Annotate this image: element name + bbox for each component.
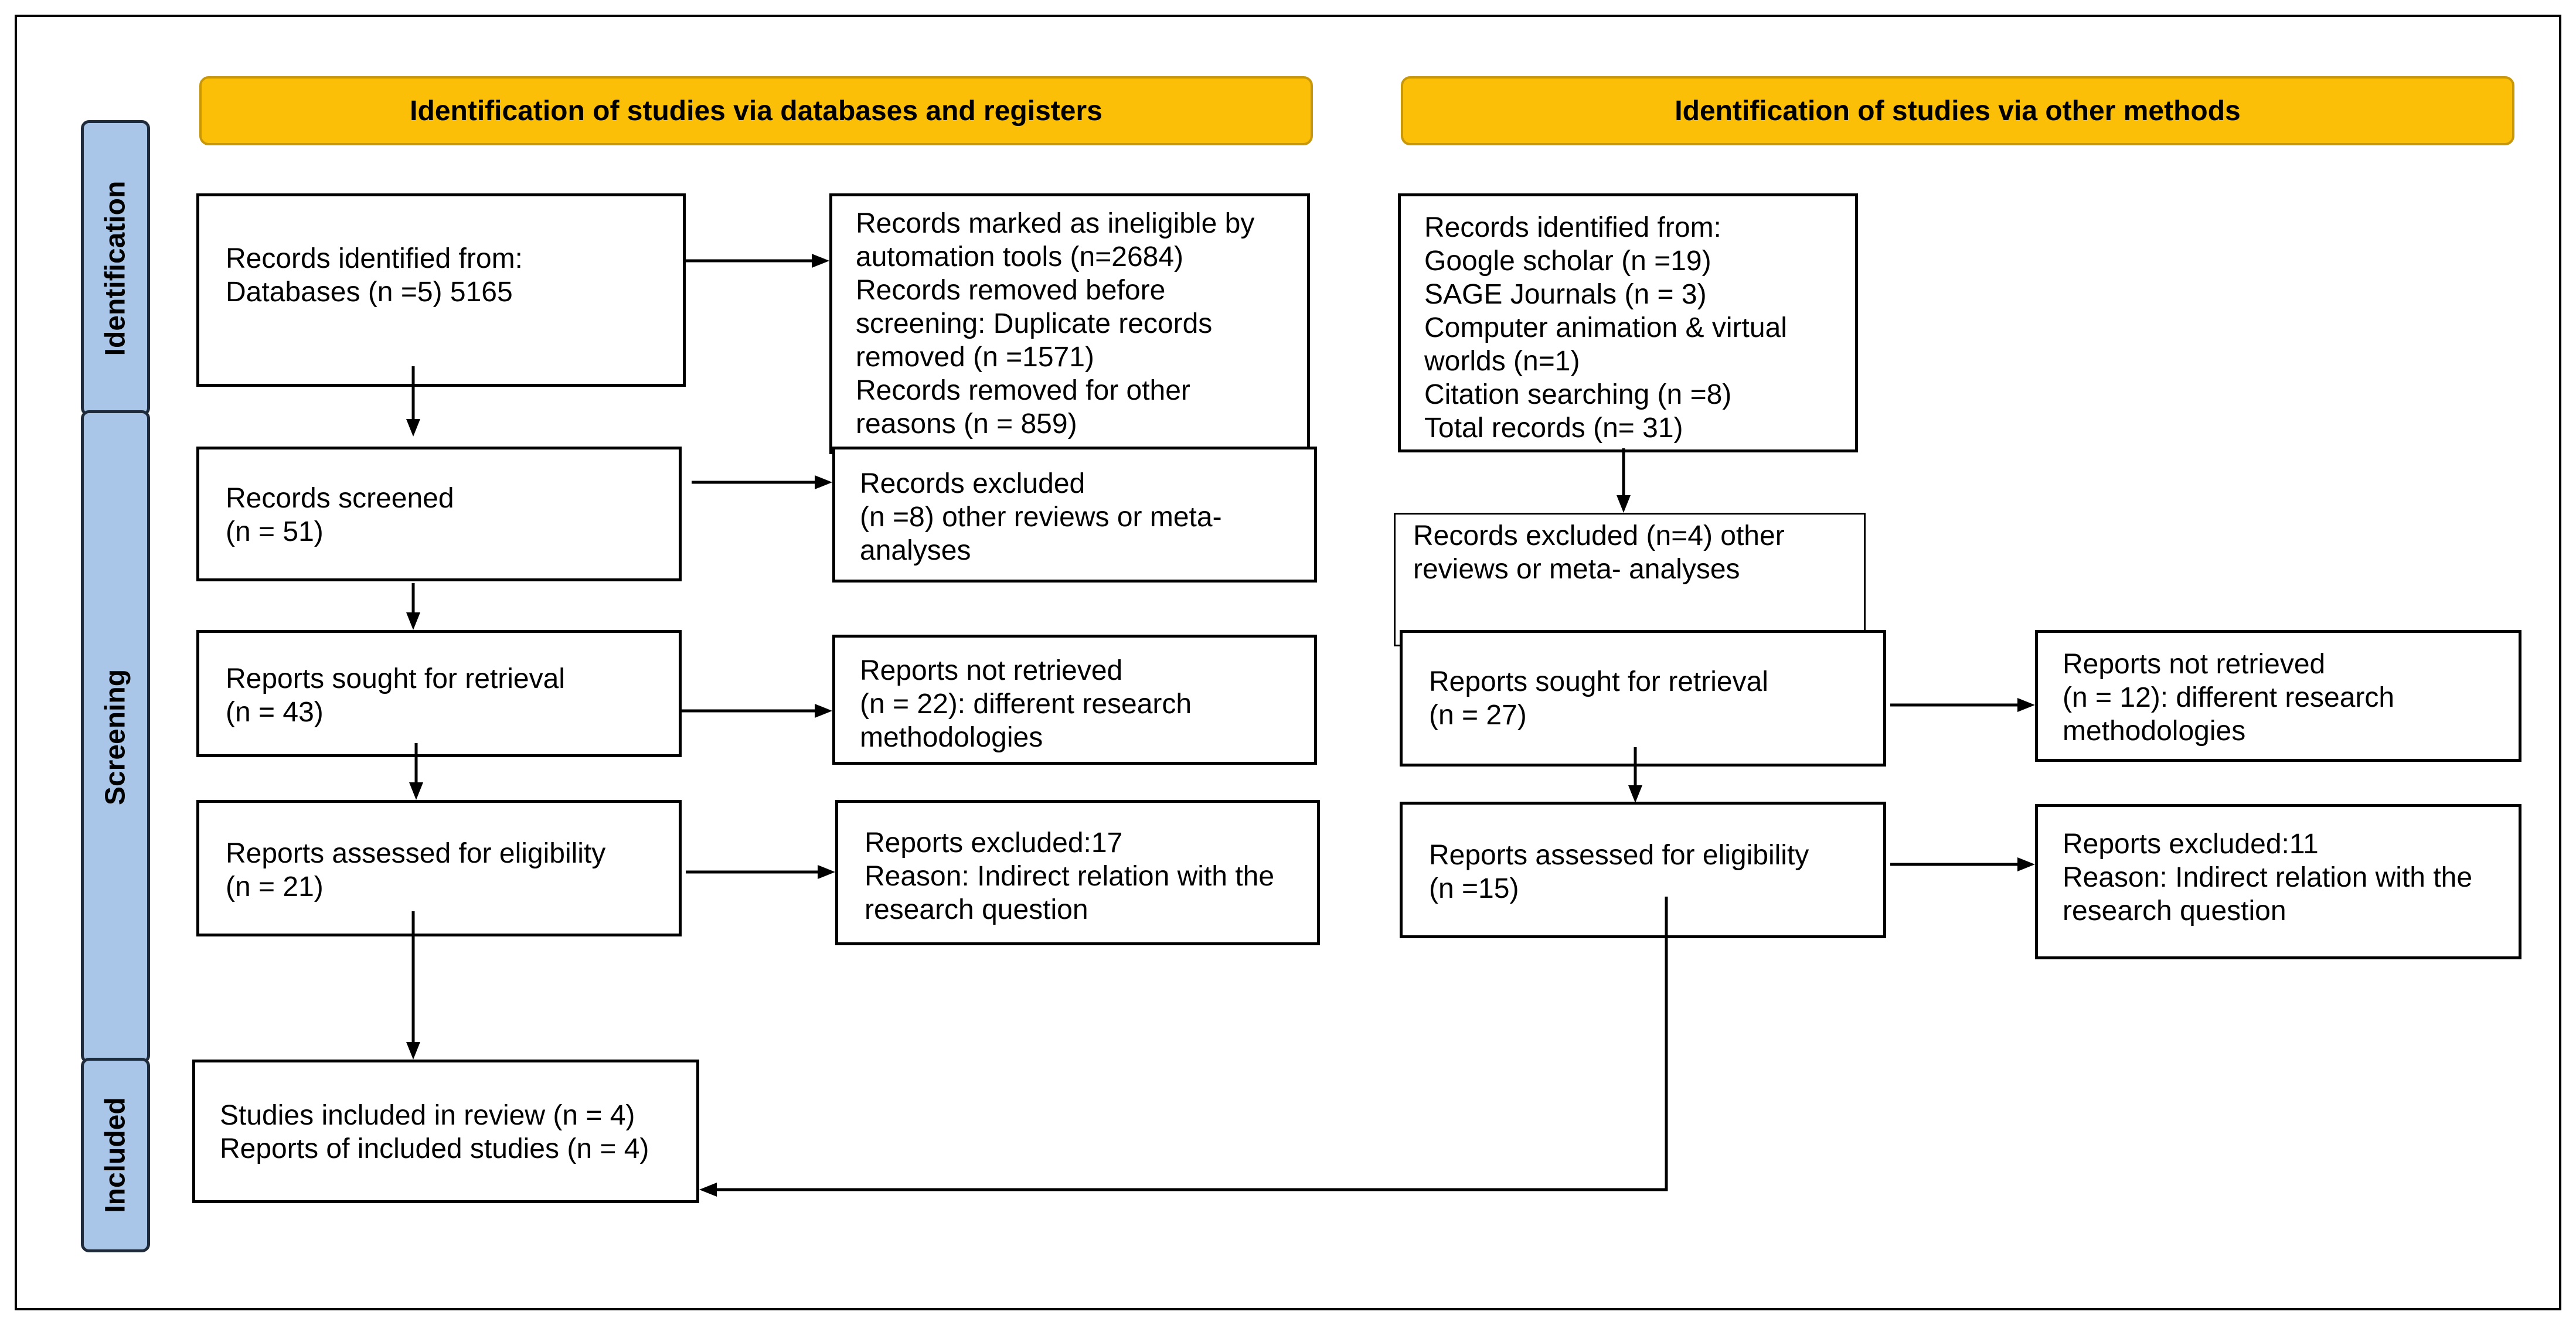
phase-identification-label: Identification — [100, 180, 131, 356]
text-records-identified-databases: Records identified from: Databases (n =5… — [226, 243, 523, 308]
text-reports-assessed-left: Reports assessed for eligibility (n = 21… — [226, 838, 606, 902]
text-reports-not-retrieved-left: Reports not retrieved (n = 22): differen… — [860, 655, 1192, 753]
box-studies-included: Studies included in review (n = 4) Repor… — [192, 1060, 699, 1203]
box-reports-assessed-left: Reports assessed for eligibility (n = 21… — [196, 800, 682, 936]
text-records-removed: Records marked as ineligible by automati… — [856, 208, 1255, 440]
text-reports-not-retrieved-right: Reports not retrieved (n = 12): differen… — [2063, 649, 2395, 747]
header-databases-label: Identification of studies via databases … — [410, 95, 1102, 127]
header-other-methods: Identification of studies via other meth… — [1401, 76, 2514, 145]
text-records-screened: Records screened (n = 51) — [226, 483, 454, 547]
box-reports-not-retrieved-right: Reports not retrieved (n = 12): differen… — [2035, 630, 2521, 762]
phase-included-label: Included — [100, 1097, 131, 1213]
text-records-excluded-left: Records excluded (n =8) other reviews or… — [860, 468, 1222, 566]
box-records-screened: Records screened (n = 51) — [196, 447, 682, 581]
box-reports-excluded-left: Reports excluded:17 Reason: Indirect rel… — [835, 800, 1320, 945]
phase-screening-label: Screening — [100, 669, 131, 805]
text-reports-excluded-left: Reports excluded:17 Reason: Indirect rel… — [865, 827, 1275, 925]
text-reports-sought-right: Reports sought for retrieval (n = 27) — [1429, 666, 1768, 731]
box-reports-sought-right: Reports sought for retrieval (n = 27) — [1400, 630, 1886, 767]
box-records-identified-databases: Records identified from: Databases (n =5… — [196, 193, 686, 387]
box-records-identified-other: Records identified from: Google scholar … — [1398, 193, 1858, 452]
phase-screening: Screening — [81, 410, 150, 1064]
phase-identification: Identification — [81, 120, 150, 416]
text-records-excluded-right: Records excluded (n=4) other reviews or … — [1413, 520, 1785, 585]
phase-included: Included — [81, 1058, 150, 1252]
box-records-removed: Records marked as ineligible by automati… — [829, 193, 1310, 454]
text-records-identified-other: Records identified from: Google scholar … — [1424, 212, 1787, 444]
header-databases: Identification of studies via databases … — [199, 76, 1313, 145]
diagram-frame — [15, 15, 2561, 1310]
box-records-excluded-left: Records excluded (n =8) other reviews or… — [832, 447, 1317, 583]
text-studies-included: Studies included in review (n = 4) Repor… — [220, 1100, 649, 1164]
box-reports-not-retrieved-left: Reports not retrieved (n = 22): differen… — [832, 635, 1317, 765]
text-reports-sought-left: Reports sought for retrieval (n = 43) — [226, 663, 565, 728]
text-reports-assessed-right: Reports assessed for eligibility (n =15) — [1429, 840, 1809, 904]
text-reports-excluded-right: Reports excluded:11 Reason: Indirect rel… — [2063, 829, 2473, 927]
box-reports-sought-left: Reports sought for retrieval (n = 43) — [196, 630, 682, 757]
box-records-excluded-right: Records excluded (n=4) other reviews or … — [1394, 513, 1866, 646]
box-reports-assessed-right: Reports assessed for eligibility (n =15) — [1400, 802, 1886, 938]
box-reports-excluded-right: Reports excluded:11 Reason: Indirect rel… — [2035, 804, 2521, 959]
header-other-label: Identification of studies via other meth… — [1675, 95, 2241, 127]
